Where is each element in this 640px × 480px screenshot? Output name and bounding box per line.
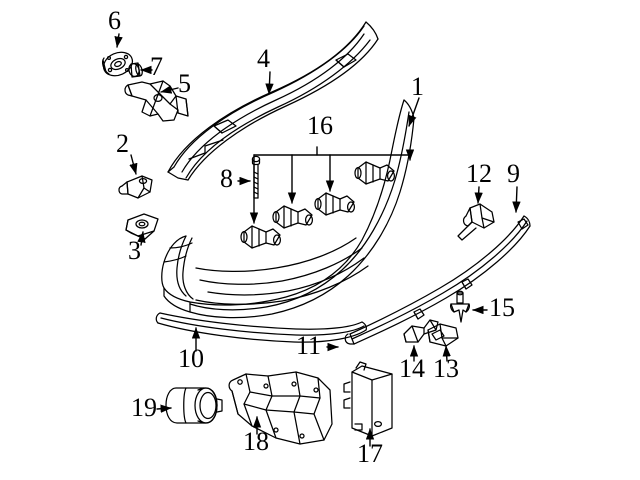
callout-number-15[interactable]: 15 [489,293,515,322]
part-1-rear-bumper-cover [161,99,415,319]
part-4-impact-reinforcement-bar [167,21,379,181]
part-6-tow-eye-cover-cap [102,51,134,77]
callout-number-16[interactable]: 16 [307,111,333,140]
callout-number-14[interactable]: 14 [399,354,425,383]
part-10-lower-valance-trim [155,312,367,343]
part-14-sensor-bracket-left [403,319,439,343]
part-13-sensor-bracket-right [427,323,459,347]
callout-number-18[interactable]: 18 [243,427,269,456]
part-19-bumper-guide-bushing [165,387,223,424]
part-16-sensor-3 [314,192,356,216]
part-12-molding-clip [457,203,495,241]
callout-number-10[interactable]: 10 [178,344,204,373]
part-18-energy-absorber-bracket [228,371,333,445]
part-15-push-pin-retainer [450,290,470,323]
part-16-leader-bracket [249,146,415,224]
callout-number-19[interactable]: 19 [131,393,157,422]
callout-number-4[interactable]: 4 [257,44,270,73]
callout-number-6[interactable]: 6 [108,6,121,35]
part-7-tow-eye-plug [128,62,143,78]
part-16-sensor-2 [272,205,314,229]
callout-number-13[interactable]: 13 [433,354,459,383]
callout-leaders [114,33,521,447]
part-9-lower-molding-strip [344,215,531,345]
callout-number-8[interactable]: 8 [220,164,233,193]
part-5-tow-hook-bracket [124,80,189,122]
part-17-control-module [343,361,393,437]
callout-number-2[interactable]: 2 [116,129,129,158]
part-16-sensor-1 [240,225,282,249]
callout-number-9[interactable]: 9 [507,159,520,188]
callout-number-12[interactable]: 12 [466,159,492,188]
callout-number-5[interactable]: 5 [178,69,191,98]
part-2-bracket-clip [118,175,153,199]
callout-number-3[interactable]: 3 [128,236,141,265]
callout-number-11[interactable]: 11 [296,331,322,360]
part-16-sensor-4 [354,161,396,185]
callout-number-17[interactable]: 17 [357,439,383,468]
callout-number-1[interactable]: 1 [411,72,424,101]
callout-number-7[interactable]: 7 [150,52,163,81]
